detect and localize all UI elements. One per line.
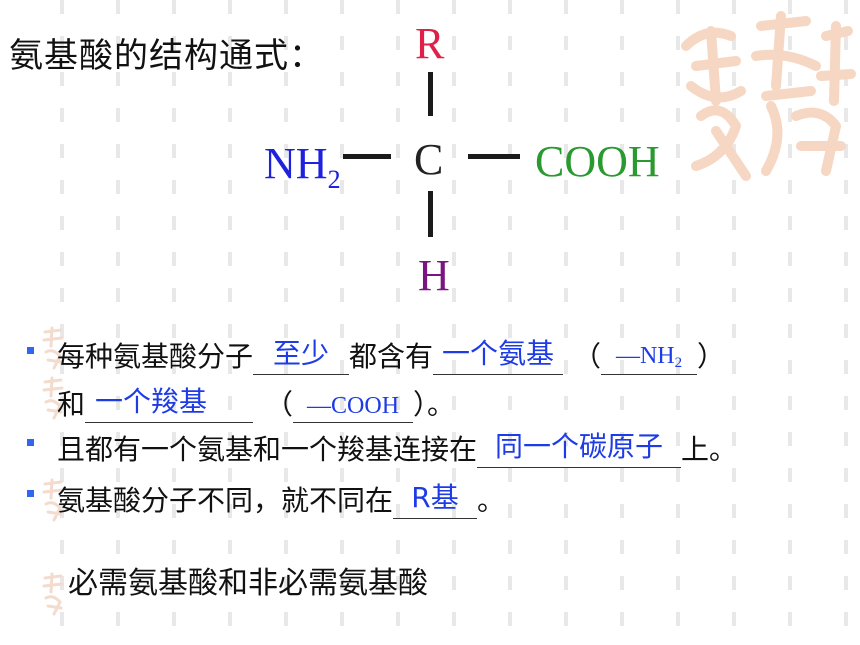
- statement-text: 氨基酸分子不同，就不同在: [57, 484, 394, 517]
- decorative-seal-logo: [681, 11, 856, 181]
- answer-text: —COOH: [307, 393, 400, 419]
- formula-r-group: R: [415, 19, 445, 68]
- formula-carbon: C: [414, 135, 444, 184]
- footer-heading: 必需氨基酸和非必需氨基酸: [68, 566, 428, 601]
- statement-text: 都含有: [349, 340, 434, 373]
- decorative-stamp-icon: [42, 376, 64, 420]
- decorative-stamp-icon: [42, 326, 64, 370]
- formula-carboxyl-group: COOH: [535, 137, 660, 186]
- answer-text: —NH2: [615, 343, 683, 371]
- answer-text: R基: [411, 481, 459, 514]
- statement-text: 和: [57, 388, 86, 421]
- statement-text: 。: [477, 484, 506, 517]
- decorative-stamp-icon: [42, 572, 64, 616]
- formula-hydrogen: H: [418, 251, 450, 300]
- fill-blank: R基: [393, 481, 478, 519]
- bond-left: [343, 154, 391, 159]
- fill-blank: 至少: [253, 337, 350, 375]
- statement-text: （: [573, 340, 602, 373]
- statement-line-3: 且都有一个氨基和一个羧基连接在同一个碳原子上。: [57, 428, 737, 468]
- statement-line-4: 氨基酸分子不同，就不同在 R基。: [57, 479, 505, 519]
- statement-text: 且都有一个氨基和一个羧基连接在: [57, 433, 478, 466]
- statement-text: ）: [697, 340, 726, 373]
- answer-text: 同一个碳原子: [495, 430, 664, 463]
- bond-right: [468, 154, 520, 159]
- answer-text: 至少: [273, 337, 330, 370]
- bullet-icon: [27, 490, 34, 497]
- answer-text: 一个羧基: [95, 385, 208, 418]
- statement-text: （: [265, 388, 294, 421]
- answer-text: 一个氨基: [442, 337, 555, 370]
- statement-text: 每种氨基酸分子: [57, 340, 254, 373]
- bond-top: [428, 72, 433, 116]
- statement-line-1: 每种氨基酸分子至少都含有一个氨基 （ —NH2 ）: [57, 335, 725, 375]
- bullet-icon: [27, 439, 34, 446]
- statement-text: 上。: [681, 433, 738, 466]
- bullet-icon: [27, 347, 34, 354]
- bond-bottom: [428, 191, 433, 237]
- fill-blank: —COOH: [293, 392, 414, 423]
- fill-blank: 同一个碳原子: [477, 430, 682, 468]
- fill-blank: —NH2: [601, 343, 698, 375]
- statement-line-2: 和一个羧基 （ —COOH ）。: [57, 383, 455, 423]
- decorative-stamp-icon: [42, 478, 64, 522]
- fill-blank: 一个羧基: [85, 385, 254, 423]
- fill-blank: 一个氨基: [433, 337, 564, 375]
- page-title: 氨基酸的结构通式：: [9, 36, 324, 76]
- statement-text: ）。: [413, 388, 456, 421]
- formula-amino-group: NH2: [264, 139, 341, 194]
